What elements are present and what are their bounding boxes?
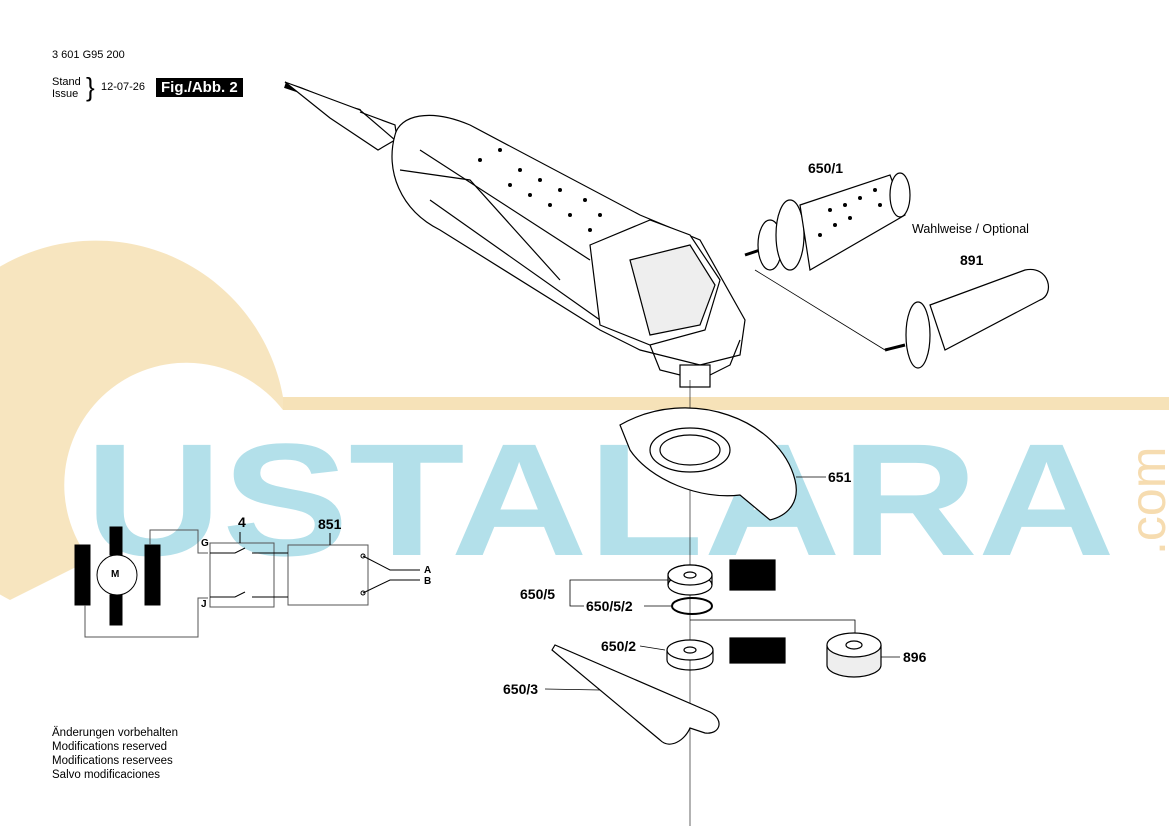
part-label-891: 891 bbox=[960, 252, 984, 268]
figure-label: Fig./Abb. 2 bbox=[156, 78, 243, 97]
wiring-label-motor: M bbox=[111, 569, 120, 580]
wiring-label-suppressor: 851 bbox=[318, 516, 342, 532]
watermark-logo-ring bbox=[0, 240, 1169, 600]
part-label-650-2: 650/2 bbox=[601, 638, 637, 654]
wiring-terminal-j: J bbox=[201, 599, 207, 610]
part-label-650-1: 650/1 bbox=[808, 160, 844, 176]
brace-icon: } bbox=[86, 72, 95, 102]
wiring-label-switch: 4 bbox=[238, 514, 246, 530]
wiring-diagram bbox=[74, 526, 420, 638]
angle-grinder-body bbox=[284, 81, 746, 388]
wiring-line-a: A bbox=[424, 565, 432, 576]
part-label-896: 896 bbox=[903, 649, 927, 665]
part-label-650-5: 650/5 bbox=[520, 586, 556, 602]
side-handle-891-drawing bbox=[884, 268, 1049, 369]
issue-date: 12-07-26 bbox=[101, 81, 146, 93]
part-label-650-5-2: 650/5/2 bbox=[586, 598, 633, 614]
footer-line: Salvo modificaciones bbox=[52, 769, 161, 781]
watermark-text: USTALARA bbox=[85, 410, 1115, 589]
optional-note: Wahlweise / Optional bbox=[912, 222, 1029, 236]
stand-label: Stand bbox=[52, 76, 81, 88]
wiring-line-b: B bbox=[424, 576, 432, 587]
footer-line: Änderungen vorbehalten bbox=[52, 727, 178, 739]
part-label-651: 651 bbox=[828, 469, 852, 485]
part-label-650-3: 650/3 bbox=[503, 681, 539, 697]
wheel-guard-drawing bbox=[619, 407, 797, 521]
wiring-terminal-g: G bbox=[201, 538, 209, 549]
issue-label: Issue bbox=[52, 88, 79, 100]
side-handle-650-1-drawing bbox=[744, 172, 911, 271]
o-ring-drawing bbox=[671, 597, 713, 615]
footer-notes: Änderungen vorbehalten Modifications res… bbox=[52, 726, 178, 782]
part-number: 3 601 G95 200 bbox=[52, 49, 125, 61]
flange-650-5-drawing bbox=[667, 559, 776, 596]
spanner-drawing bbox=[551, 644, 720, 745]
footer-line: Modifications reserved bbox=[52, 741, 168, 753]
footer-line: Modifications reservees bbox=[52, 755, 173, 767]
clamping-nut-drawing bbox=[826, 632, 882, 678]
watermark-suffix: .com bbox=[1120, 447, 1169, 555]
flange-650-2-drawing bbox=[666, 637, 786, 671]
